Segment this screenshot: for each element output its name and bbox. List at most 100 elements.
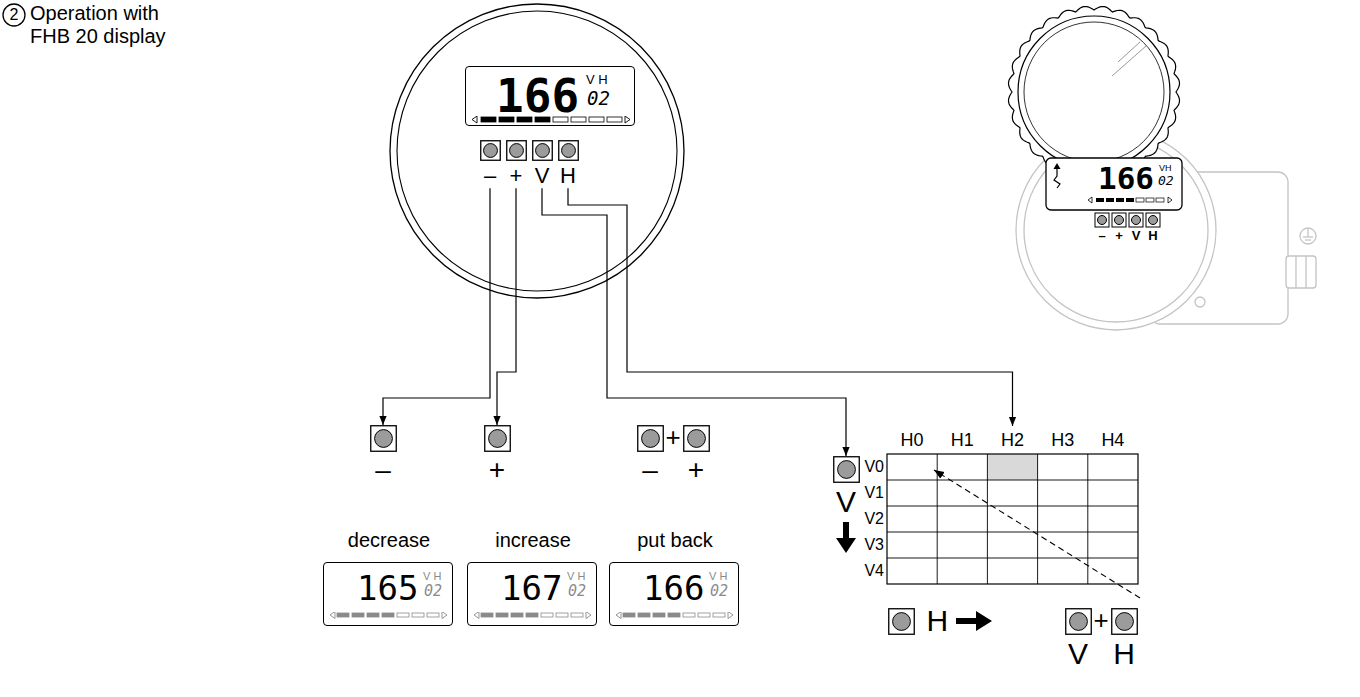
bar-graph	[511, 613, 523, 617]
button-symbol	[484, 426, 510, 452]
transmitter-housing	[1303, 236, 1313, 237]
button-symbol	[1065, 608, 1092, 635]
action-caption: increase	[448, 529, 618, 552]
button-symbol	[1111, 608, 1138, 635]
menu-matrix: H0H1H2H3H4V0V1V2V3V4	[860, 426, 1142, 586]
bar-graph	[330, 612, 335, 619]
mini-display	[1054, 163, 1061, 169]
lcd-display: decrease165V H02	[323, 562, 453, 626]
bar-graph	[698, 613, 710, 617]
display-keys: V H	[423, 570, 441, 583]
display-value: 167	[501, 569, 562, 608]
matrix-grid	[887, 532, 1138, 533]
bar-graph	[668, 613, 680, 617]
plus-sign: +	[1090, 606, 1112, 636]
bar-graph	[337, 613, 349, 617]
row-header: V4	[860, 562, 884, 580]
mini-display-value: 166	[1098, 161, 1154, 197]
button-symbol	[484, 425, 511, 452]
bar-graph	[412, 613, 424, 617]
matrix-grid	[937, 454, 938, 584]
mini-display	[1168, 197, 1172, 203]
button-symbol	[641, 430, 659, 448]
callout-circle	[3, 4, 25, 26]
column-header: H1	[937, 430, 987, 451]
display-keys: V H	[709, 570, 727, 583]
housing-cover-glass	[1112, 46, 1146, 76]
bar-graph	[397, 613, 409, 617]
bar-graph	[352, 613, 364, 617]
right-arrow	[956, 611, 992, 631]
plus-sign: +	[662, 423, 684, 453]
button-label: –	[480, 163, 501, 188]
display-housing-ring	[390, 4, 684, 298]
button-symbol	[833, 457, 859, 483]
button-symbol	[370, 425, 397, 452]
matrix-grid	[1087, 454, 1088, 584]
button-symbol	[888, 608, 915, 635]
lcd-display: put back166V H02	[609, 562, 739, 626]
mini-key-label: –	[1094, 229, 1110, 244]
housing-cover	[1008, 6, 1179, 177]
button-symbol	[488, 430, 506, 448]
mini-display	[1156, 198, 1164, 202]
button-symbol	[1115, 613, 1133, 631]
column-header: H2	[987, 430, 1037, 451]
callout-number: 2	[4, 6, 24, 24]
push-button: +	[484, 425, 511, 486]
button-label: –	[637, 454, 664, 486]
button-label: –	[370, 454, 397, 486]
push-button: V	[532, 140, 553, 188]
push-button: V	[833, 456, 860, 520]
row-header: V2	[860, 510, 884, 528]
mini-buttons	[1112, 213, 1126, 227]
button-label: H	[558, 163, 579, 188]
mini-buttons	[1129, 213, 1143, 227]
button-label: +	[683, 454, 710, 486]
bar-graph	[556, 613, 568, 617]
button-symbol	[837, 461, 855, 479]
bar-graph	[616, 612, 621, 619]
transmitter-housing	[1307, 229, 1308, 237]
button-symbol	[558, 140, 579, 161]
right-arrow	[956, 611, 992, 631]
transmitter-housing	[1300, 228, 1316, 244]
matrix-grid	[887, 454, 1138, 584]
button-label: +	[506, 163, 527, 188]
lcd-display: 166V H02	[465, 66, 635, 126]
mini-buttons	[1095, 213, 1160, 227]
bar-graph	[474, 612, 479, 619]
bar-graph	[367, 613, 379, 617]
button-symbol	[888, 609, 914, 635]
diagonal-return-arrow	[934, 470, 1140, 598]
display-housing-ring	[397, 11, 677, 291]
mini-buttons	[1149, 216, 1158, 225]
mini-buttons	[1132, 216, 1141, 225]
button-symbol	[506, 140, 527, 161]
row-header: V1	[860, 484, 884, 502]
push-button: –	[480, 140, 501, 188]
down-arrow	[836, 522, 856, 553]
mini-display	[1106, 198, 1114, 202]
button-label: V	[833, 485, 860, 520]
connector-line	[383, 188, 490, 425]
mini-buttons	[1098, 216, 1107, 225]
mini-display-position: 02	[1158, 174, 1174, 189]
matrix-grid	[1037, 454, 1038, 584]
bar-graph	[499, 117, 514, 122]
push-button: +	[683, 425, 710, 486]
diagonal-return-arrow	[934, 470, 1140, 598]
button-label: V	[532, 163, 553, 188]
mini-display	[1054, 169, 1060, 188]
button-symbol	[892, 613, 910, 631]
button-symbol	[1111, 609, 1137, 635]
matrix-grid	[887, 480, 1138, 481]
button-symbol	[506, 141, 526, 161]
bar-graph	[526, 613, 538, 617]
display-position: 02	[568, 583, 586, 600]
button-symbol	[687, 430, 705, 448]
housing-cover	[1008, 6, 1179, 177]
push-button: +	[506, 140, 527, 188]
housing-cover-glass	[1018, 16, 1170, 168]
connectors	[383, 188, 1013, 456]
